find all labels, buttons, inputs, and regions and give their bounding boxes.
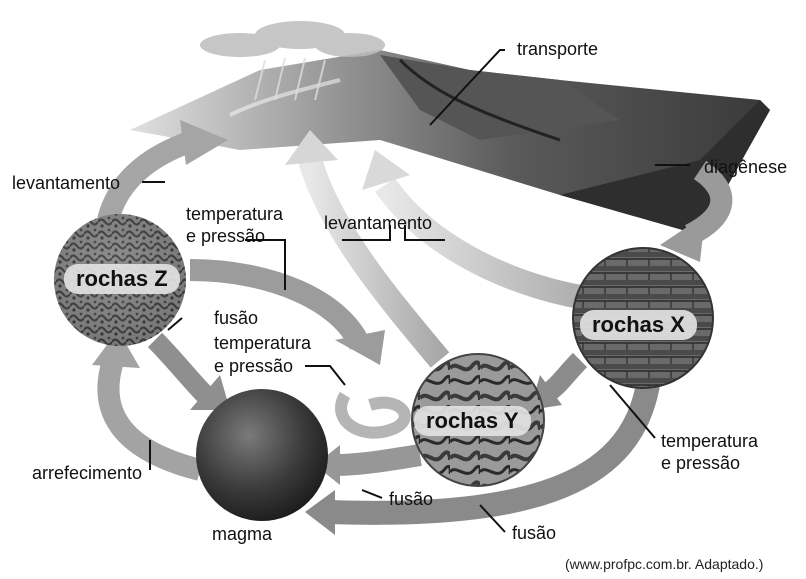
label-fusao-y: fusão — [389, 488, 433, 510]
source-credit: (www.profpc.com.br. Adaptado.) — [565, 556, 763, 572]
label-rochas-y: rochas Y — [414, 406, 531, 436]
label-rochas-z: rochas Z — [64, 264, 180, 294]
label-rochas-x: rochas X — [580, 310, 697, 340]
label-temperatura-3: temperatura — [661, 430, 758, 452]
label-levantamento-center: levantamento — [324, 212, 432, 234]
label-pressao-1: e pressão — [186, 225, 265, 247]
label-pressao-2: e pressão — [214, 355, 293, 377]
label-fusao-x: fusão — [512, 522, 556, 544]
label-transporte: transporte — [517, 38, 598, 60]
label-pressao-3: e pressão — [661, 452, 740, 474]
label-fusao-z: fusão — [214, 307, 258, 329]
label-diagenese: diagênese — [704, 156, 787, 178]
label-levantamento-left: levantamento — [12, 172, 120, 194]
label-temperatura-1: temperatura — [186, 203, 283, 225]
magma-sphere — [196, 389, 328, 521]
label-magma: magma — [212, 523, 272, 545]
label-arrefecimento: arrefecimento — [32, 462, 142, 484]
label-temperatura-2: temperatura — [214, 332, 311, 354]
